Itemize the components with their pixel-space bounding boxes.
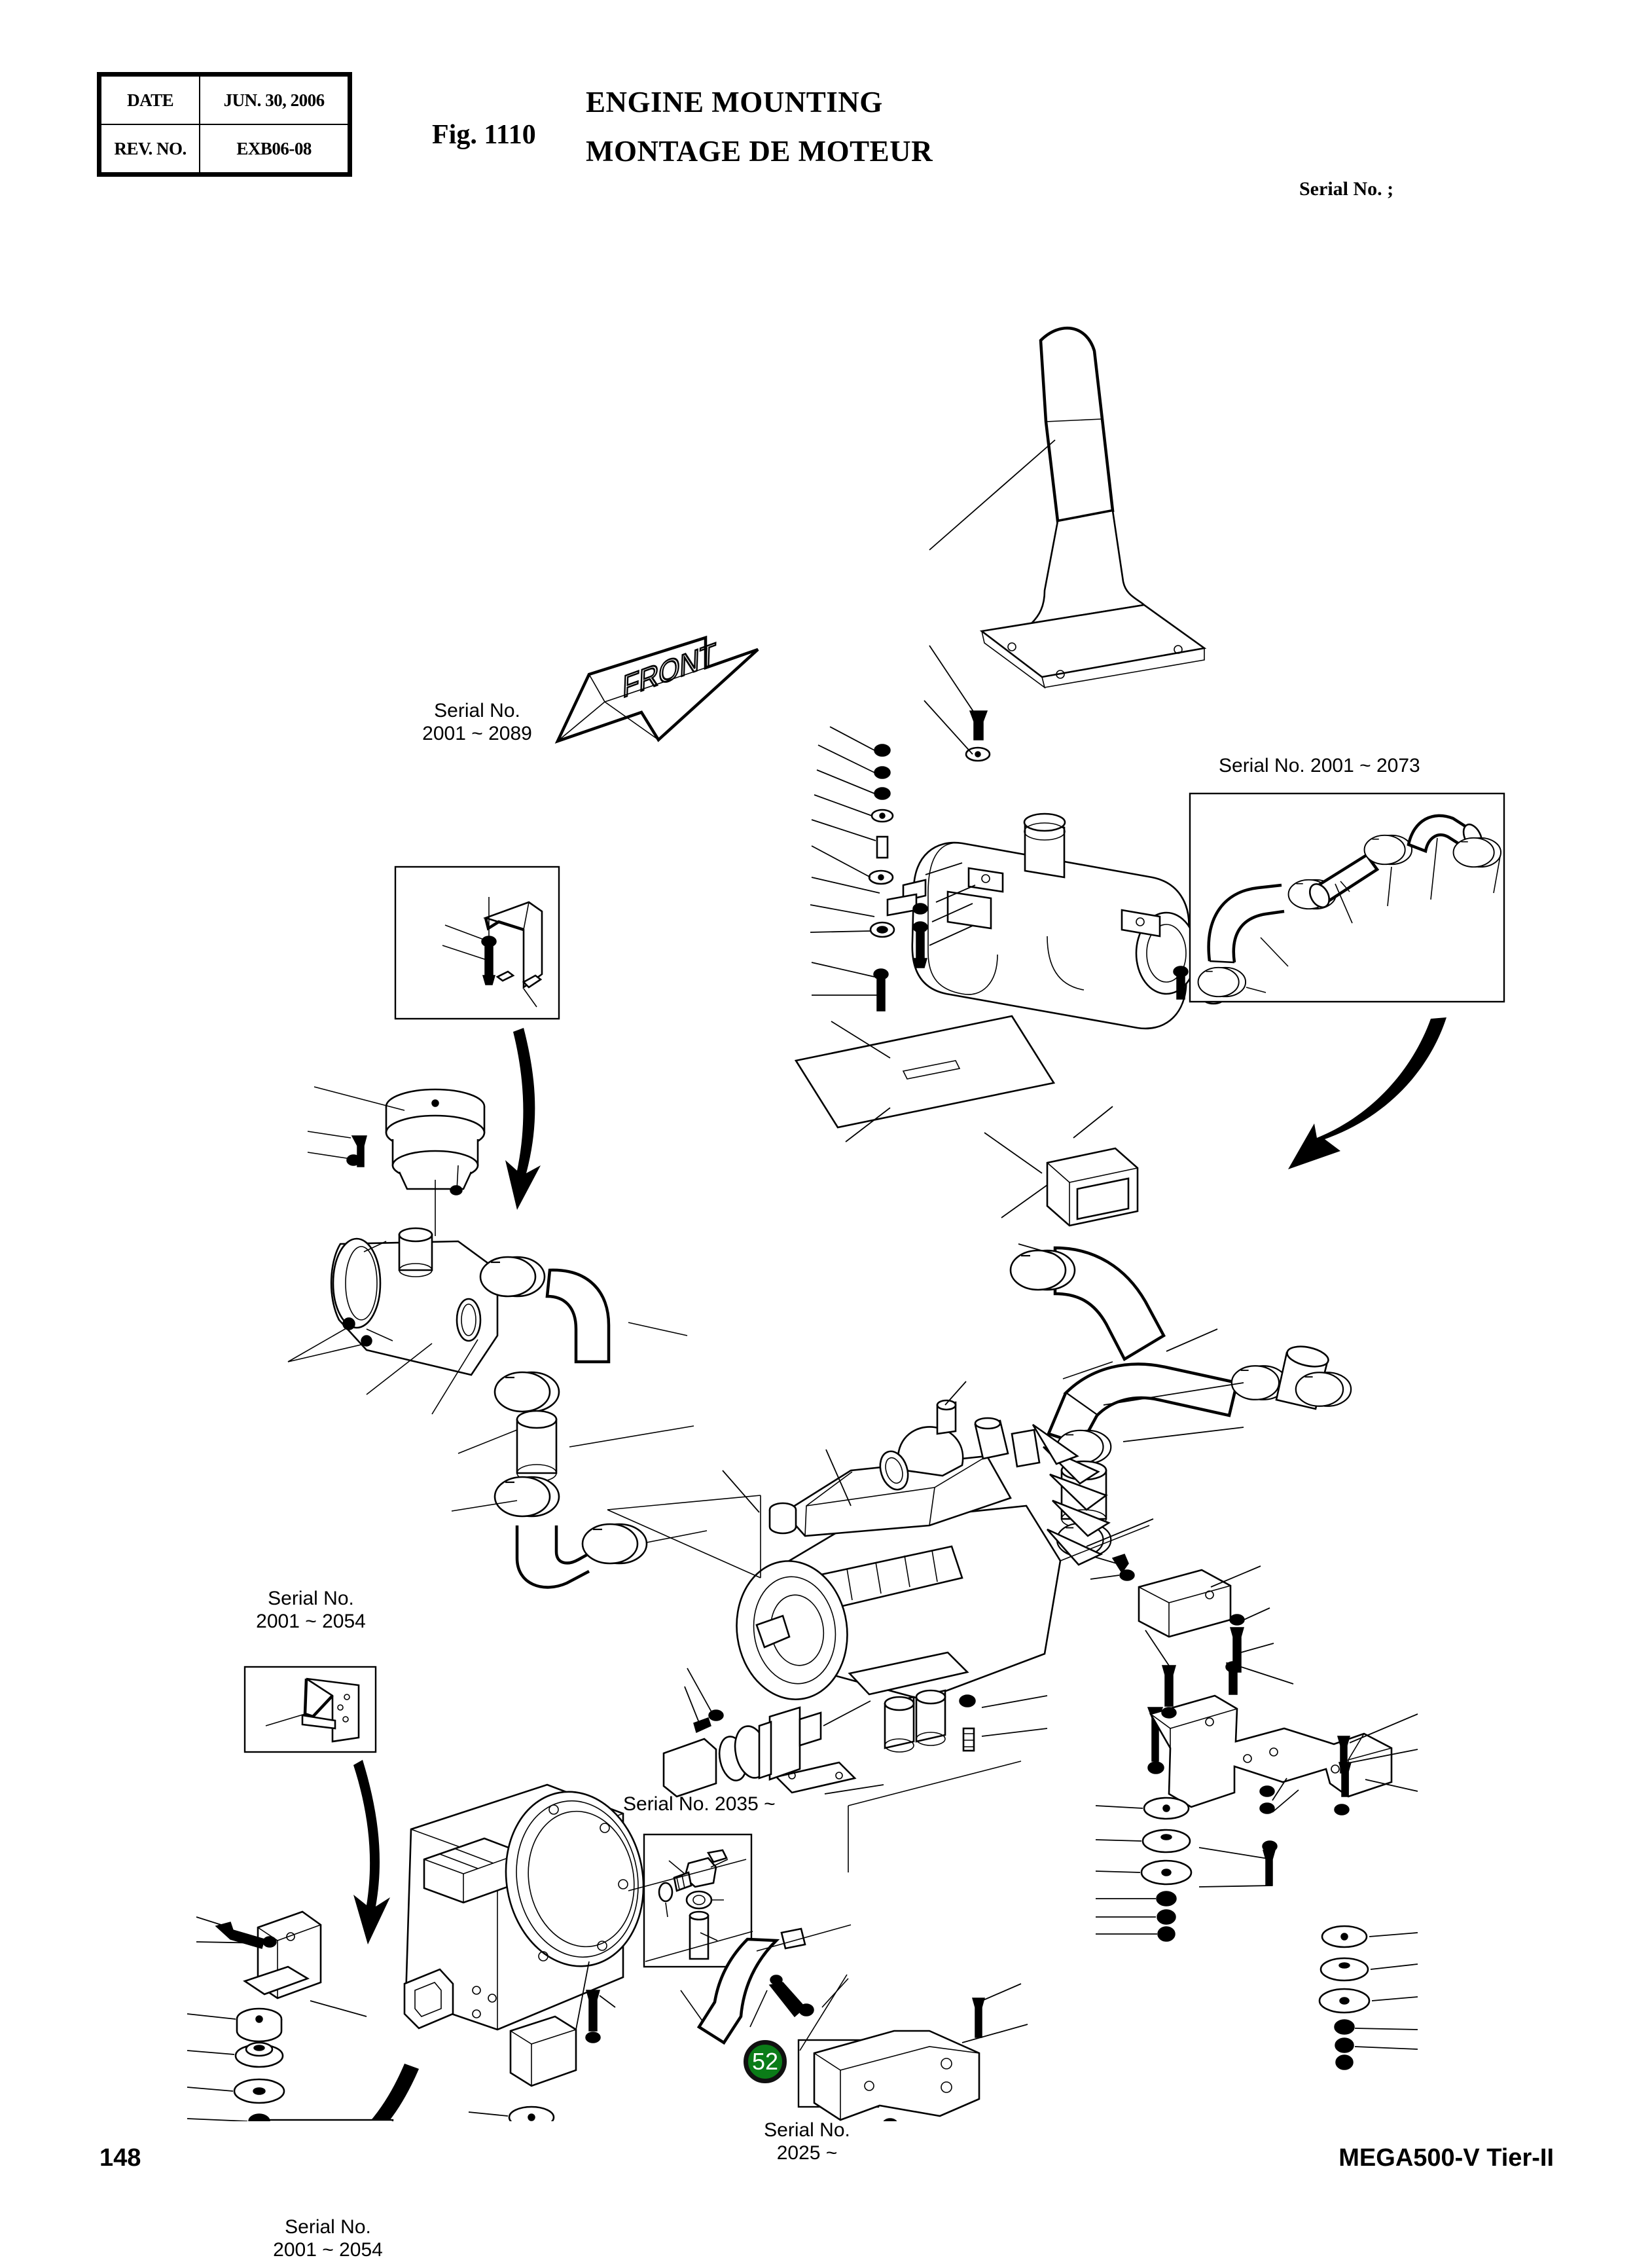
turbo-intake-piping <box>1046 1345 1352 1558</box>
rev-no-value: EXB06-08 <box>199 124 349 173</box>
muffler-assembly <box>911 812 1198 1030</box>
page-number: 148 <box>99 2144 141 2172</box>
front-direction-arrow: FRONT <box>554 635 759 744</box>
engine-assembly <box>736 1399 1111 1794</box>
callout-box-turbo-hose-kit <box>1189 792 1505 1003</box>
air-cleaner-assembly <box>330 1088 648 1589</box>
leader-lines-bottom-right-mount <box>961 1983 1028 2043</box>
model-name: MEGA500-V Tier-II <box>1338 2144 1554 2172</box>
callout-box-drain-valve <box>643 1833 753 1968</box>
exhaust-outlet-flange <box>1046 1147 1139 1227</box>
construction-lines <box>607 1361 1150 1962</box>
page-footer: 148 MEGA500-V Tier-II <box>0 2121 1652 2252</box>
callout-leader-arrow <box>505 1028 541 1210</box>
right-crossmember <box>1140 1661 1393 2070</box>
callout-label-air-intake-bracket: Serial No. 2001 ~ 2089 <box>422 700 532 745</box>
callout-label-breather-hose: Serial No. 2025 ~ <box>764 2119 850 2164</box>
date-value: JUN. 30, 2006 <box>199 75 349 125</box>
leader-lines-air-cleaner <box>287 1086 708 1543</box>
item-number-badge-52[interactable]: 52 <box>744 2040 787 2083</box>
left-engine-mount <box>215 1910 322 2121</box>
leader-lines-center-mount <box>468 1961 616 2117</box>
leader-lines-right-upper <box>1090 1556 1274 1653</box>
heat-shield-plate <box>794 1015 1056 1129</box>
cooling-fan <box>1032 1423 1111 1566</box>
transmission-assembly <box>403 1783 645 2031</box>
rev-no-label: REV. NO. <box>99 124 201 173</box>
engine-fasteners <box>693 1694 1164 1774</box>
page-title-fr: MONTAGE DE MOTEUR <box>586 135 933 168</box>
callout-label-front-mount-bracket: Serial No. 2001 ~ 2054 <box>256 1588 366 1633</box>
callout-leader-arrow-right <box>1288 1017 1446 1169</box>
exploded-parts-diagram: .ln { fill:none; stroke:#000; stroke-wid… <box>0 223 1652 2261</box>
page-title-en: ENGINE MOUNTING <box>586 86 883 119</box>
bottom-right-mount <box>813 1997 985 2121</box>
callout-box-rear-mount-bracket <box>260 2119 394 2121</box>
callout-box-air-intake-bracket <box>394 866 560 1020</box>
table-row: REV. NO. EXB06-08 <box>99 124 349 173</box>
center-mount-stack <box>508 1990 601 2121</box>
callout-label-turbo-hose-kit: Serial No. 2001 ~ 2073 <box>1219 755 1420 776</box>
leader-lines-right-crossmember <box>1095 1630 1418 2050</box>
parts-drawing-svg: .ln { fill:none; stroke:#000; stroke-wid… <box>187 326 1505 2121</box>
drive-coupling <box>662 1706 822 1798</box>
table-row: DATE JUN. 30, 2006 <box>99 75 349 125</box>
exhaust-bend-pipe <box>1009 1246 1166 1362</box>
serial-no-note: Serial No. ; <box>1299 178 1394 200</box>
date-label: DATE <box>99 75 201 125</box>
callout-label-drain-valve: Serial No. 2035 ~ <box>623 1793 776 1815</box>
revision-table: DATE JUN. 30, 2006 REV. NO. EXB06-08 <box>97 72 352 177</box>
callout-leader-arrow-midleft <box>353 1760 390 1944</box>
callout-leader-arrow-bottomleft <box>370 2064 419 2121</box>
figure-number: Fig. 1110 <box>432 120 536 150</box>
right-upper-bracket <box>1111 1554 1245 1673</box>
callout-box-front-mount-bracket <box>243 1666 377 1753</box>
leader-lines-left-mount <box>187 1916 367 2121</box>
exhaust-stack <box>979 326 1207 689</box>
page-header: DATE JUN. 30, 2006 REV. NO. EXB06-08 Fig… <box>0 0 1652 223</box>
